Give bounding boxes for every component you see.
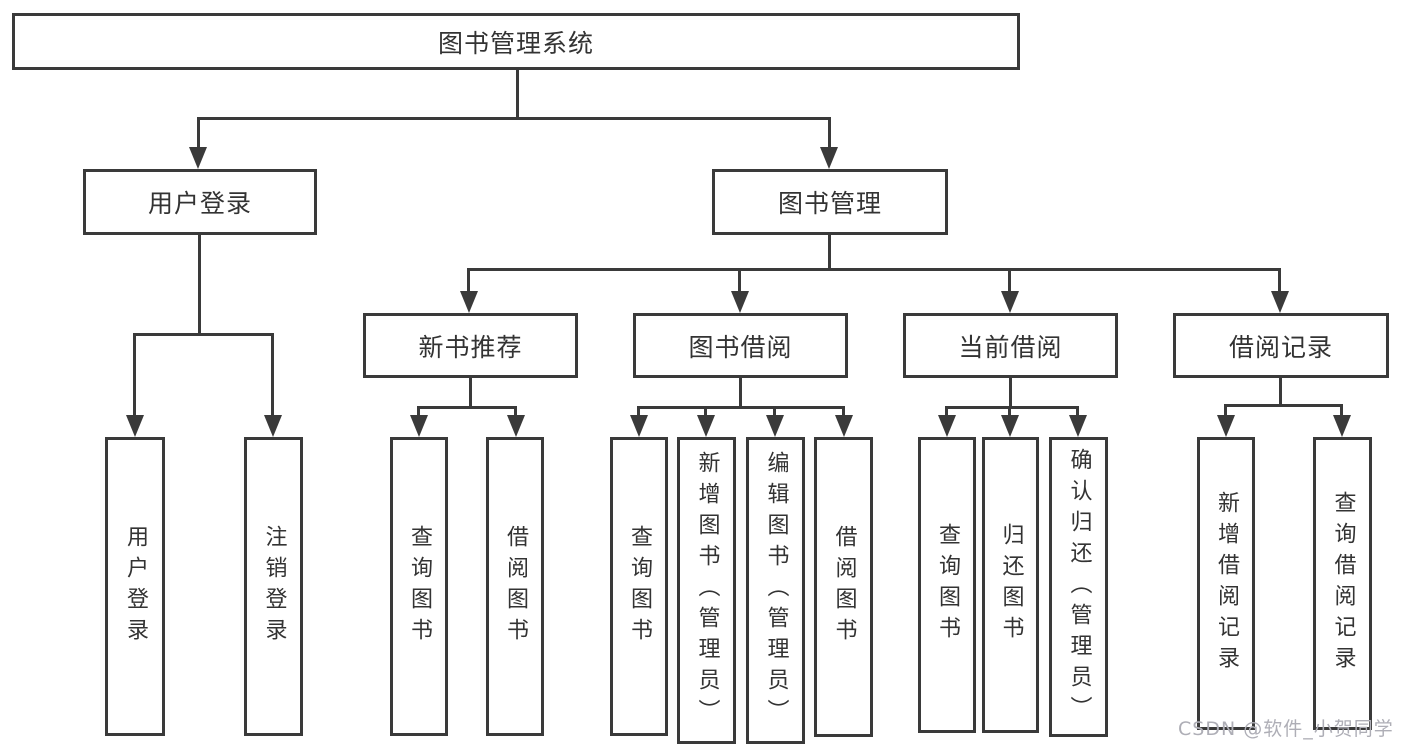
node-library-system: 图书管理系统 [12, 13, 1020, 70]
node-label: 当前借阅 [958, 332, 1063, 362]
leaf-label: 确认归还（管理员） [1066, 447, 1092, 727]
arrowhead-icon [1069, 415, 1087, 437]
arrowhead-icon [460, 291, 478, 313]
connector-current-borrow-drop-2 [1008, 406, 1011, 416]
connector-book-mgmt-drop-3 [1008, 268, 1011, 291]
connector-book-mgmt-bar [467, 268, 1281, 271]
arrowhead-icon [1001, 291, 1019, 313]
node-label: 图书借阅 [688, 332, 793, 362]
connector-current-borrow-drop-3 [1076, 406, 1079, 416]
leaf-label: 查询借阅记录 [1330, 490, 1356, 677]
leaf-add-borrow-record: 新增借阅记录 [1197, 437, 1255, 730]
connector-root-bar [197, 117, 831, 120]
arrowhead-icon [410, 415, 428, 437]
connector-book-mgmt-drop-2 [738, 268, 741, 291]
connector-new-book-bar [417, 406, 517, 409]
leaf-label: 归还图书 [998, 523, 1024, 647]
connector-new-book-drop-1 [417, 406, 420, 416]
arrowhead-icon [820, 147, 838, 169]
arrowhead-icon [1333, 415, 1351, 437]
connector-records-drop-2 [1340, 404, 1343, 416]
connector-book-borrow-drop-1 [637, 406, 640, 416]
connector-user-login-bar [133, 333, 274, 336]
connector-book-mgmt-stem [828, 235, 831, 271]
leaf-label: 新增借阅记录 [1214, 490, 1239, 677]
leaf-query-books-current: 查询图书 [918, 437, 976, 733]
connector-records-stem [1279, 378, 1282, 407]
leaf-logout: 注销登录 [244, 437, 303, 736]
leaf-label: 编辑图书（管理员） [763, 451, 789, 730]
connector-user-login-stem [198, 235, 201, 336]
arrowhead-icon [731, 291, 749, 313]
node-user-login: 用户登录 [83, 169, 317, 235]
leaf-edit-books-admin: 编辑图书（管理员） [746, 437, 805, 744]
connector-records-drop-1 [1224, 404, 1227, 416]
arrowhead-icon [264, 415, 282, 437]
leaf-confirm-return-admin: 确认归还（管理员） [1049, 437, 1108, 737]
arrowhead-icon [1001, 415, 1019, 437]
node-label: 图书管理 [777, 189, 882, 218]
arrowhead-icon [766, 415, 784, 437]
leaf-label: 注销登录 [261, 524, 287, 649]
arrowhead-icon [1217, 415, 1235, 437]
node-label: 借阅记录 [1228, 332, 1333, 362]
connector-root-drop-left [197, 117, 200, 148]
node-label: 图书管理系统 [437, 28, 594, 58]
arrowhead-icon [1271, 291, 1289, 313]
connector-current-borrow-stem [1009, 378, 1012, 409]
connector-book-borrow-drop-2 [704, 406, 707, 416]
connector-book-borrow-stem [739, 378, 742, 409]
leaf-label: 新增图书（管理员） [694, 451, 720, 730]
connector-user-login-drop-1 [133, 333, 136, 415]
connector-current-borrow-drop-1 [945, 406, 948, 416]
connector-root-stem [516, 70, 519, 120]
leaf-label: 查询图书 [627, 524, 652, 649]
arrowhead-icon [189, 147, 207, 169]
csdn-watermark: CSDN @软件_小贺同学 [1178, 718, 1394, 740]
connector-book-borrow-drop-4 [842, 406, 845, 416]
node-borrowing-records: 借阅记录 [1173, 313, 1389, 378]
connector-current-borrow-bar [945, 406, 1079, 409]
connector-records-bar [1224, 404, 1343, 407]
arrowhead-icon [697, 415, 715, 437]
connector-user-login-drop-2 [271, 333, 274, 415]
connector-book-mgmt-drop-4 [1278, 268, 1281, 291]
connector-new-book-drop-2 [514, 406, 517, 416]
arrowhead-icon [630, 415, 648, 437]
connector-book-borrow-bar [637, 406, 845, 409]
arrowhead-icon [126, 415, 144, 437]
node-book-borrowing: 图书借阅 [633, 313, 848, 378]
connector-book-borrow-drop-3 [773, 406, 776, 416]
leaf-user-login: 用户登录 [105, 437, 165, 736]
arrowhead-icon [938, 415, 956, 437]
leaf-query-books-recommend: 查询图书 [390, 437, 448, 736]
leaf-label: 借阅图书 [831, 525, 857, 649]
leaf-label: 用户登录 [123, 524, 148, 649]
arrowhead-icon [835, 415, 853, 437]
leaf-label: 查询图书 [407, 524, 432, 649]
leaf-query-books-borrowing: 查询图书 [610, 437, 668, 736]
leaf-add-books-admin: 新增图书（管理员） [677, 437, 736, 744]
connector-book-mgmt-drop-1 [467, 268, 470, 291]
leaf-return-books: 归还图书 [982, 437, 1039, 733]
node-current-borrowing: 当前借阅 [903, 313, 1118, 378]
connector-root-drop-right [828, 117, 831, 148]
leaf-borrow-books-recommend: 借阅图书 [486, 437, 544, 736]
leaf-label: 借阅图书 [503, 524, 528, 649]
node-book-management: 图书管理 [712, 169, 948, 235]
leaf-label: 查询图书 [935, 523, 960, 647]
node-label: 用户登录 [147, 189, 252, 218]
arrowhead-icon [507, 415, 525, 437]
node-label: 新书推荐 [418, 332, 523, 362]
leaf-borrow-books: 借阅图书 [814, 437, 873, 737]
node-new-book-recommend: 新书推荐 [363, 313, 578, 378]
connector-new-book-stem [469, 378, 472, 409]
leaf-query-borrow-record: 查询借阅记录 [1313, 437, 1372, 730]
